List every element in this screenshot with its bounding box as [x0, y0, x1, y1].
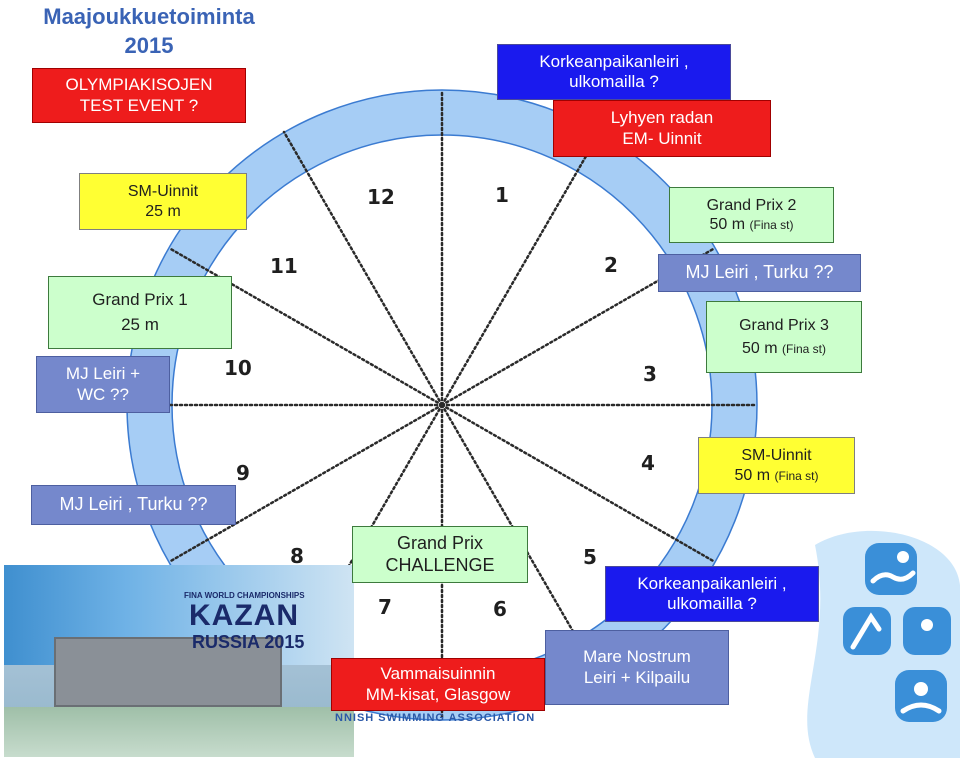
event-sm-50-note: (Fina st) [775, 469, 819, 483]
photo-kazan-text: KAZAN [189, 599, 299, 633]
diving-icon [843, 607, 891, 655]
clock-number-9: 9 [236, 461, 250, 485]
event-grand-prix-2: Grand Prix 2 50 m (Fina st) [669, 187, 834, 243]
event-mare-line1: Mare Nostrum [583, 647, 691, 667]
swimming-icon [865, 543, 917, 595]
swimming-association-logo-text: NNISH SWIMMING ASSOCIATION [335, 712, 545, 732]
event-mj-leiri-wc: MJ Leiri + WC ?? [36, 356, 170, 413]
clock-number-11: 11 [270, 254, 298, 278]
event-korkeanpaikanleiri-top: Korkeanpaikanleiri , ulkomailla ? [497, 44, 731, 100]
event-mj-turku-left-text: MJ Leiri , Turku ?? [59, 494, 207, 516]
event-olympic-test: OLYMPIAKISOJEN TEST EVENT ? [32, 68, 246, 123]
event-mj-wc-line2: WC ?? [77, 385, 129, 405]
event-gp3-line1: Grand Prix 3 [739, 314, 829, 337]
event-korkeanpaikanleiri-bottom: Korkeanpaikanleiri , ulkomailla ? [605, 566, 819, 622]
event-sm-50-line2: 50 m [734, 467, 770, 484]
kazan-championships-photo: FINA WORLD CHAMPIONSHIPS KAZAN RUSSIA 20… [4, 565, 354, 757]
clock-number-5: 5 [583, 545, 597, 569]
event-grand-prix-challenge: Grand Prix CHALLENGE [352, 526, 528, 583]
event-korkea-top-line2: ulkomailla ? [569, 72, 659, 92]
event-gp2-note: (Fina st) [750, 218, 794, 232]
event-olympic-test-line2: TEST EVENT ? [80, 96, 198, 116]
event-mj-wc-line1: MJ Leiri + [66, 364, 140, 384]
event-gp-challenge-line2: CHALLENGE [385, 555, 494, 577]
event-gp1-line1: Grand Prix 1 [92, 288, 187, 313]
event-grand-prix-1: Grand Prix 1 25 m [48, 276, 232, 349]
event-sm-50-line1: SM-Uinnit [741, 446, 811, 465]
event-vammaisuinnin-mm: Vammaisuinnin MM-kisat, Glasgow [331, 658, 545, 711]
event-sm-25-line1: SM-Uinnit [128, 182, 198, 201]
event-gp3-note: (Fina st) [782, 342, 826, 356]
aquatics-pictograms [795, 525, 960, 758]
event-mj-leiri-turku-right: MJ Leiri , Turku ?? [658, 254, 861, 292]
event-gp2-line1: Grand Prix 2 [707, 196, 797, 215]
event-sm-uinnit-25m: SM-Uinnit 25 m [79, 173, 247, 230]
event-gp3-line2: 50 m [742, 340, 778, 357]
event-korkea-bottom-line1: Korkeanpaikanleiri , [637, 574, 786, 594]
clock-number-1: 1 [495, 183, 509, 207]
clock-number-2: 2 [604, 253, 618, 277]
event-sm-uinnit-50m: SM-Uinnit 50 m (Fina st) [698, 437, 855, 494]
clock-number-10: 10 [224, 356, 252, 380]
clock-number-12: 12 [367, 185, 395, 209]
event-mj-leiri-turku-left: MJ Leiri , Turku ?? [31, 485, 236, 525]
event-korkea-top-line1: Korkeanpaikanleiri , [539, 52, 688, 72]
event-lyhyen-line1: Lyhyen radan [611, 108, 713, 128]
event-grand-prix-3: Grand Prix 3 50 m (Fina st) [706, 301, 862, 373]
event-mare-nostrum: Mare Nostrum Leiri + Kilpailu [545, 630, 729, 705]
clock-number-3: 3 [643, 362, 657, 386]
event-vammais-line2: MM-kisat, Glasgow [366, 685, 511, 705]
photo-pool-floor [4, 707, 354, 757]
photo-russia-text: RUSSIA 2015 [192, 632, 304, 653]
event-mj-turku-right-text: MJ Leiri , Turku ?? [685, 262, 833, 284]
event-gp2-line2: 50 m [709, 216, 745, 233]
event-lyhyen-line2: EM- Uinnit [622, 129, 701, 149]
clock-number-4: 4 [641, 451, 655, 475]
event-sm-25-line2: 25 m [145, 202, 181, 221]
event-olympic-test-line1: OLYMPIAKISOJEN [65, 75, 212, 95]
clock-number-7: 7 [378, 595, 392, 619]
event-gp-challenge-line1: Grand Prix [397, 533, 483, 555]
event-lyhyen-radan-em: Lyhyen radan EM- Uinnit [553, 100, 771, 157]
event-vammais-line1: Vammaisuinnin [381, 664, 496, 684]
clock-number-6: 6 [493, 597, 507, 621]
event-korkea-bottom-line2: ulkomailla ? [667, 594, 757, 614]
event-gp1-line2: 25 m [121, 313, 159, 338]
event-mare-line2: Leiri + Kilpailu [584, 668, 690, 688]
